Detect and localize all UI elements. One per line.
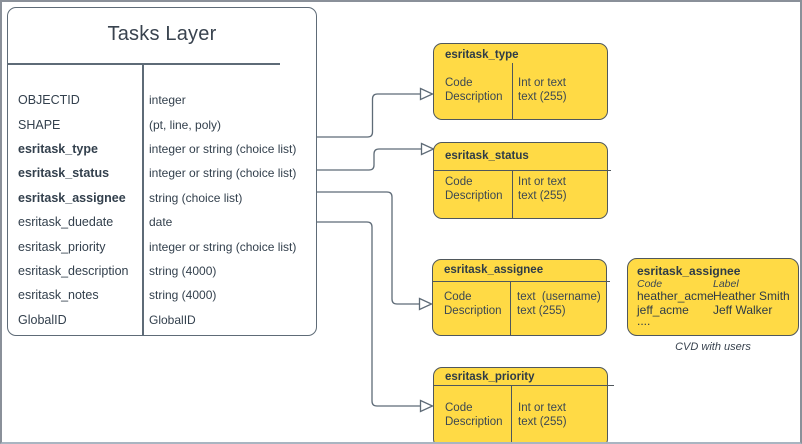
cvd-ellipsis: .... (637, 314, 651, 328)
column-divider (512, 171, 514, 219)
field-name: esritask_duedate (18, 215, 114, 230)
column-divider (511, 386, 513, 442)
field-type: string (4000) (149, 263, 217, 278)
field-type: string (choice list) (149, 190, 243, 205)
field-type: string (4000) (149, 288, 217, 303)
cell-description: Description (445, 415, 503, 428)
cell-description-type: text (255) (518, 90, 567, 103)
title-divider (433, 385, 614, 387)
field-name: esritask_description (18, 263, 129, 278)
domain-box-title: esritask_status (445, 150, 529, 162)
cell-description-type: text (255) (518, 415, 567, 428)
domain-type-cells: text (username)text (255) (517, 291, 601, 318)
tasks-layer-table: Tasks Layer OBJECTID integer SHAPE (pt, … (7, 7, 317, 336)
domain-box-title: esritask_assignee (444, 264, 544, 276)
field-type: GlobalID (149, 312, 196, 327)
arrowhead-status-icon (420, 142, 436, 156)
cvd-user-code: heather_acme (637, 289, 714, 303)
connector-assignee (316, 191, 419, 305)
field-name: esritask_notes (18, 288, 99, 303)
arrowhead-priority-icon (419, 399, 435, 413)
field-row-globalid: GlobalID GlobalID (8, 308, 316, 332)
title-divider (8, 63, 280, 65)
cell-code-type: text (username) (517, 291, 601, 303)
cell-description: Description (444, 304, 502, 317)
cvd-col-header-code: Code (637, 278, 663, 290)
field-type: integer or string (choice list) (149, 166, 297, 181)
field-name: esritask_priority (18, 239, 106, 254)
cvd-user-code: jeff_acme (637, 302, 689, 317)
cell-description: Description (445, 189, 503, 202)
connector-status (316, 148, 421, 171)
field-row-esritask-assignee: esritask_assignee string (choice list) (8, 186, 316, 210)
field-type: integer (149, 93, 186, 108)
cvd-user-label: Jeff Walker (713, 302, 773, 317)
cell-code: Code (445, 402, 473, 414)
domain-box-title: esritask_priority (445, 371, 535, 383)
cell-code-type: Int or text (518, 402, 566, 414)
field-type: integer or string (choice list) (149, 141, 297, 156)
field-name: GlobalID (18, 312, 67, 327)
column-divider (142, 63, 144, 336)
cell-code-type: Int or text (518, 77, 566, 89)
cvd-box-title: esritask_assignee (637, 264, 741, 278)
field-row-esritask-status: esritask_status integer or string (choic… (8, 161, 316, 185)
field-row-esritask-description: esritask_description string (4000) (8, 259, 316, 283)
field-name: esritask_status (18, 166, 110, 181)
cell-code-type: Int or text (518, 176, 566, 188)
column-divider (510, 282, 512, 336)
cvd-col-header-label: Label (713, 278, 739, 290)
title-divider (432, 281, 610, 283)
cell-code: Code (445, 77, 473, 89)
field-type: (pt, line, poly) (149, 117, 222, 132)
field-name: esritask_assignee (18, 190, 126, 205)
domain-box-title: esritask_type (445, 49, 519, 61)
field-row-esritask-notes: esritask_notes string (4000) (8, 283, 316, 307)
cell-description-type: text (255) (518, 189, 567, 202)
field-row-objectid: OBJECTID integer (8, 88, 316, 112)
field-row-esritask-duedate: esritask_duedate date (8, 210, 316, 234)
column-divider (512, 63, 514, 120)
title-divider (433, 170, 611, 172)
cvd-user-label: Heather Smith (713, 289, 790, 303)
field-row-esritask-type: esritask_type integer or string (choice … (8, 137, 316, 161)
cell-description-type: text (255) (517, 304, 566, 317)
cvd-box-esritask-assignee: esritask_assignee Code Label heather_acm… (627, 258, 799, 336)
field-name: SHAPE (18, 117, 61, 132)
field-type: date (149, 215, 173, 230)
cvd-caption: CVD with users (675, 341, 751, 353)
tasks-layer-title: Tasks Layer (107, 23, 217, 45)
field-list: OBJECTID integer SHAPE (pt, line, poly) … (8, 88, 316, 332)
field-name: esritask_type (18, 141, 98, 156)
arrowhead-type-icon (419, 87, 435, 101)
field-row-esritask-priority: esritask_priority integer or string (cho… (8, 234, 316, 258)
field-type: integer or string (choice list) (149, 239, 297, 254)
arrowhead-assignee-icon (418, 297, 434, 311)
connector-priority (316, 221, 420, 407)
cell-description: Description (445, 90, 503, 103)
cell-code: Code (444, 291, 472, 303)
connector-type (316, 93, 420, 138)
field-name: OBJECTID (18, 93, 80, 108)
field-row-shape: SHAPE (pt, line, poly) (8, 112, 316, 136)
cell-code: Code (445, 176, 473, 188)
